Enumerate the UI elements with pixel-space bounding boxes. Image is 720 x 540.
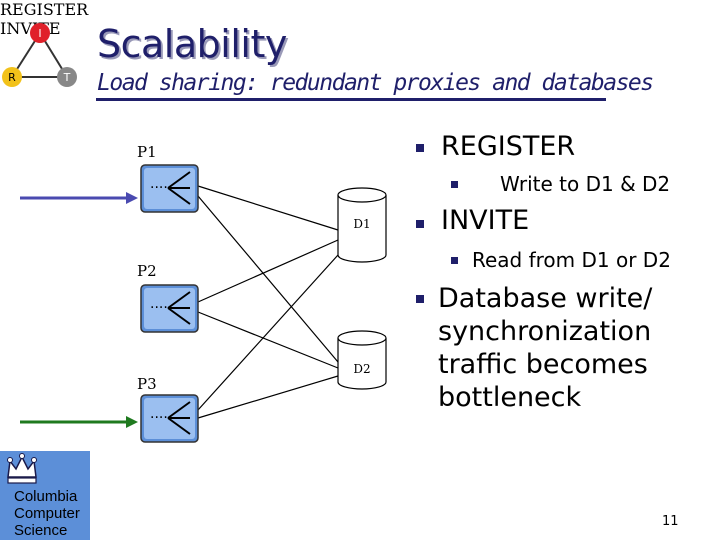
register-label: REGISTER [0, 0, 89, 19]
link-p2-d2 [197, 311, 339, 369]
database-d1 [337, 187, 387, 263]
bullet-marker [451, 181, 458, 188]
proxy-p3: ···· [140, 394, 199, 443]
irt-node-r-label: R [8, 71, 16, 84]
link-p2-d1 [197, 239, 339, 303]
proxy-database-diagram: ···· ···· ···· P1 P2 P3 D1 D2 [20, 143, 387, 443]
page-number: 11 [662, 514, 679, 529]
page-subtitle: Load sharing: redundant proxies and data… [97, 70, 654, 96]
proxy-p1-label: P1 [137, 143, 157, 161]
svg-text:····: ···· [150, 410, 168, 426]
title-underline [96, 98, 606, 101]
irt-node-r [2, 67, 22, 87]
bullet-marker [416, 220, 424, 228]
svg-text:····: ···· [150, 180, 168, 196]
bullet-marker [416, 295, 424, 303]
crown-icon [7, 453, 37, 484]
irt-node-i [30, 23, 50, 43]
bullet-marker [451, 257, 458, 264]
bullet-register: REGISTER [441, 131, 576, 162]
link-p3-d1 [197, 254, 339, 411]
bullet-read-d1-or-d2: Read from D1 or D2 [472, 248, 671, 272]
bullet-write-d1-d2: Write to D1 & D2 [500, 172, 671, 196]
bullet-marker [416, 144, 424, 152]
link-p3-d2 [197, 375, 339, 419]
page-title: Scalability [97, 22, 287, 66]
database-d2 [337, 330, 387, 390]
proxy-p2-label: P2 [137, 262, 157, 280]
irt-node-t [57, 67, 77, 87]
link-p1-d2 [197, 195, 339, 363]
proxy-p3-label: P3 [137, 375, 157, 393]
bullet-database-bottleneck: Database write/ synchronization traffic … [438, 283, 653, 413]
columbia-logo [0, 451, 90, 540]
columbia-logo-text: Columbia Computer Science [14, 488, 80, 539]
proxy-p2: ···· [140, 284, 199, 333]
link-p1-d1 [197, 185, 339, 231]
database-d2-label: D2 [353, 362, 370, 376]
irt-node-t-label: T [63, 71, 71, 84]
svg-text:····: ···· [150, 300, 168, 316]
bullet-invite: INVITE [441, 205, 530, 236]
database-d1-label: D1 [353, 217, 370, 231]
irt-triangle-logo: I R T [2, 23, 77, 87]
irt-node-i-label: I [38, 27, 41, 40]
proxy-p1: ···· [140, 164, 199, 213]
